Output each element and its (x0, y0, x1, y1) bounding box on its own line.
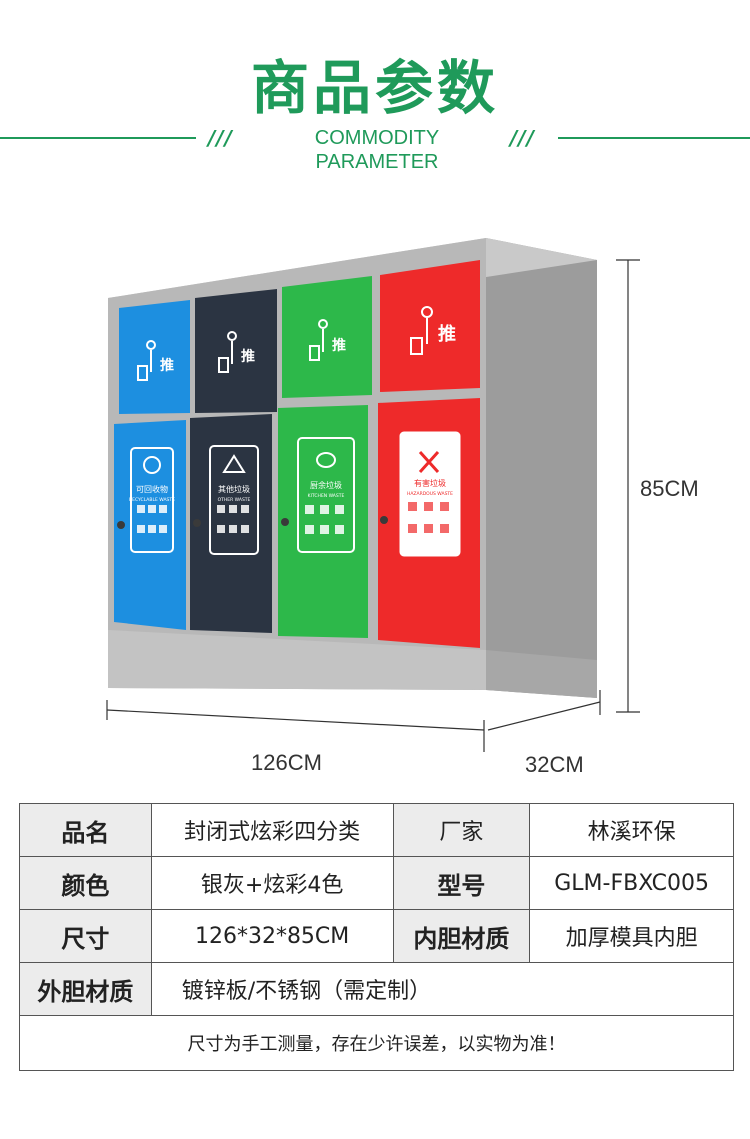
bin-category-label: 可回收物 (136, 484, 168, 494)
param-label-size: 尺寸 (19, 909, 152, 963)
right-divider-line (558, 137, 750, 139)
left-slash-mark: /// (208, 126, 233, 150)
waste-category-icon-grid (137, 505, 344, 534)
parameter-table: 品名 封闭式炫彩四分类 厂家 林溪环保 颜色 银灰+炫彩4色 型号 GLM-FB… (19, 803, 735, 1071)
bin-category-label: 其他垃圾 (218, 484, 250, 494)
push-label: 推 (438, 323, 456, 345)
bin-category-label: 有害垃圾 (414, 478, 446, 488)
hazardous-waste-icon (418, 450, 440, 474)
bin-top-door-blue (119, 300, 190, 414)
dimension-depth-label: 32CM (525, 752, 584, 777)
dimension-height-label: 85CM (640, 476, 699, 501)
push-label: 推 (332, 337, 346, 354)
left-divider-line (0, 137, 196, 139)
kitchen-waste-icon (316, 452, 336, 468)
param-label-manufacturer: 厂家 (392, 803, 531, 857)
recycle-icon (143, 456, 161, 474)
param-value-size: 126*32*85CM (150, 909, 394, 963)
param-value-outer-material: 镀锌板/不锈钢（需定制） (150, 962, 735, 1016)
push-label: 推 (160, 357, 174, 374)
dimension-lines (106, 259, 640, 752)
push-label: 推 (241, 348, 255, 365)
param-label-outer-material: 外胆材质 (19, 962, 152, 1016)
dimension-width-label: 126CM (251, 750, 322, 775)
param-value-model: GLM-FBXC005 (529, 856, 734, 910)
door-lock-icons (117, 516, 388, 529)
param-value-color: 银灰+炫彩4色 (150, 856, 394, 910)
right-slash-mark: /// (510, 126, 535, 150)
subtitle-row: /// COMMODITY PARAMETER /// (0, 126, 750, 173)
table-row: 尺寸为手工测量，存在少许误差，以实物为准！ (19, 1015, 734, 1071)
param-value-name: 封闭式炫彩四分类 (150, 803, 394, 857)
push-figure-icons (137, 306, 433, 381)
page-subtitle: COMMODITY PARAMETER (314, 127, 440, 173)
bin-category-label-en: KITCHEN WASTE (308, 493, 345, 499)
bin-category-label: 厨余垃圾 (310, 480, 342, 490)
param-value-inner-material: 加厚模具内胆 (529, 909, 734, 963)
table-row: 尺寸 126*32*85CM 内胆材质 加厚模具内胆 (19, 909, 734, 963)
table-row: 品名 封闭式炫彩四分类 厂家 林溪环保 (19, 803, 734, 857)
bin-category-label-en: RECYCLABLE WASTE (129, 497, 175, 503)
param-value-manufacturer: 林溪环保 (529, 803, 734, 857)
page-title: 商品参数 (250, 54, 499, 122)
table-row: 外胆材质 镀锌板/不锈钢（需定制） (19, 962, 735, 1016)
param-label-name: 品名 (19, 803, 152, 857)
bin-top-door-dark (195, 289, 277, 413)
param-label-inner-material: 内胆材质 (392, 909, 531, 963)
param-label-model: 型号 (392, 856, 531, 910)
bin-top-door-green (282, 276, 372, 398)
bin-category-label-en: OTHER WASTE (218, 497, 251, 503)
other-waste-icon (222, 454, 246, 473)
table-row: 颜色 银灰+炫彩4色 型号 GLM-FBXC005 (19, 856, 734, 910)
measurement-note: 尺寸为手工测量，存在少许误差，以实物为准！ (19, 1015, 734, 1071)
bin-door-kitchen (278, 405, 368, 638)
bin-top-door-red (380, 260, 480, 392)
param-label-color: 颜色 (19, 856, 152, 910)
bin-category-label-en: HAZARDOUS WASTE (407, 491, 453, 497)
